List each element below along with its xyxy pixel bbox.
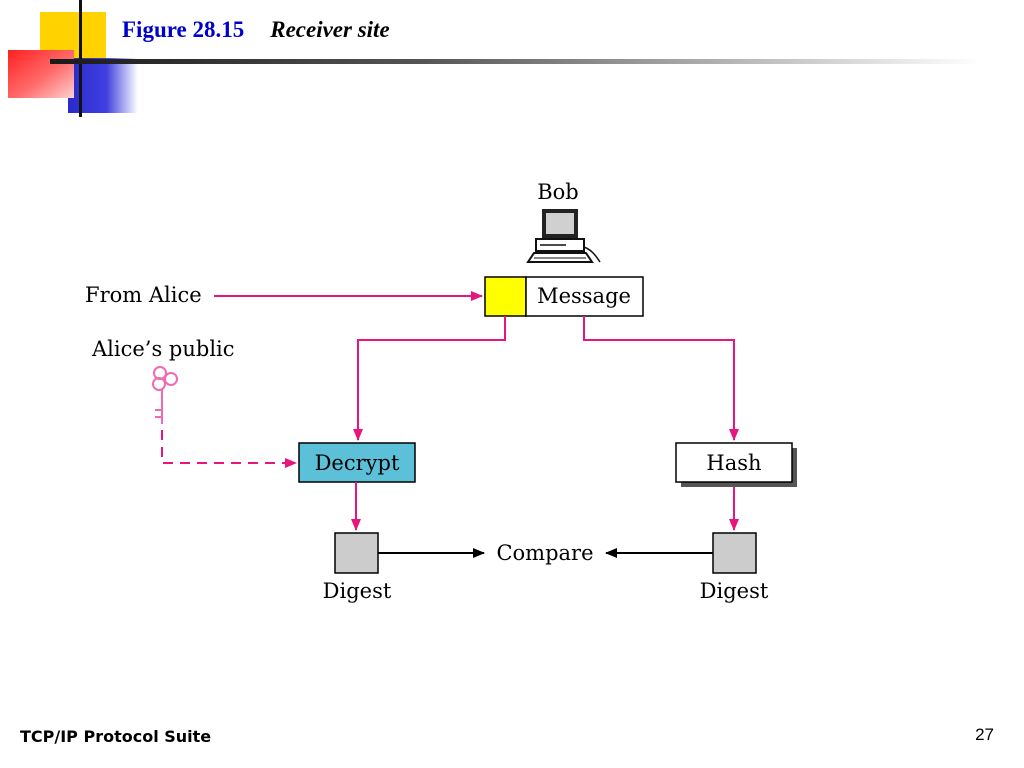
alices-public-label: Alice’s public bbox=[91, 337, 235, 361]
digest-left-label: Digest bbox=[323, 579, 392, 603]
key-icon bbox=[152, 366, 178, 424]
message-to-hash-line bbox=[583, 316, 739, 441]
signature-box bbox=[484, 276, 527, 317]
digest-right-label: Digest bbox=[700, 579, 769, 603]
digest-box-right bbox=[712, 532, 757, 574]
corner-vertical-line bbox=[79, 0, 82, 117]
title-rule bbox=[50, 59, 980, 64]
public-key-dashed-arrow bbox=[161, 430, 297, 468]
figure-title: Receiver site bbox=[270, 17, 390, 42]
footer-suite: TCP/IP Protocol Suite bbox=[20, 727, 212, 746]
message-label: Message bbox=[537, 284, 631, 308]
decrypt-label: Decrypt bbox=[315, 451, 400, 475]
hash-box bbox=[675, 442, 793, 483]
page-number: 27 bbox=[975, 725, 994, 744]
digest-box-left bbox=[334, 532, 379, 574]
bob-label: Bob bbox=[537, 180, 579, 204]
figure-number: Figure 28.15 bbox=[122, 17, 245, 42]
corner-red-block bbox=[8, 50, 74, 98]
hash-label: Hash bbox=[706, 451, 761, 475]
compare-label: Compare bbox=[496, 541, 593, 565]
from-alice-label: From Alice bbox=[85, 283, 202, 307]
page-title: Figure 28.15 Receiver site bbox=[122, 17, 390, 43]
signature-to-decrypt-line bbox=[353, 316, 506, 441]
computer-icon bbox=[526, 209, 601, 263]
